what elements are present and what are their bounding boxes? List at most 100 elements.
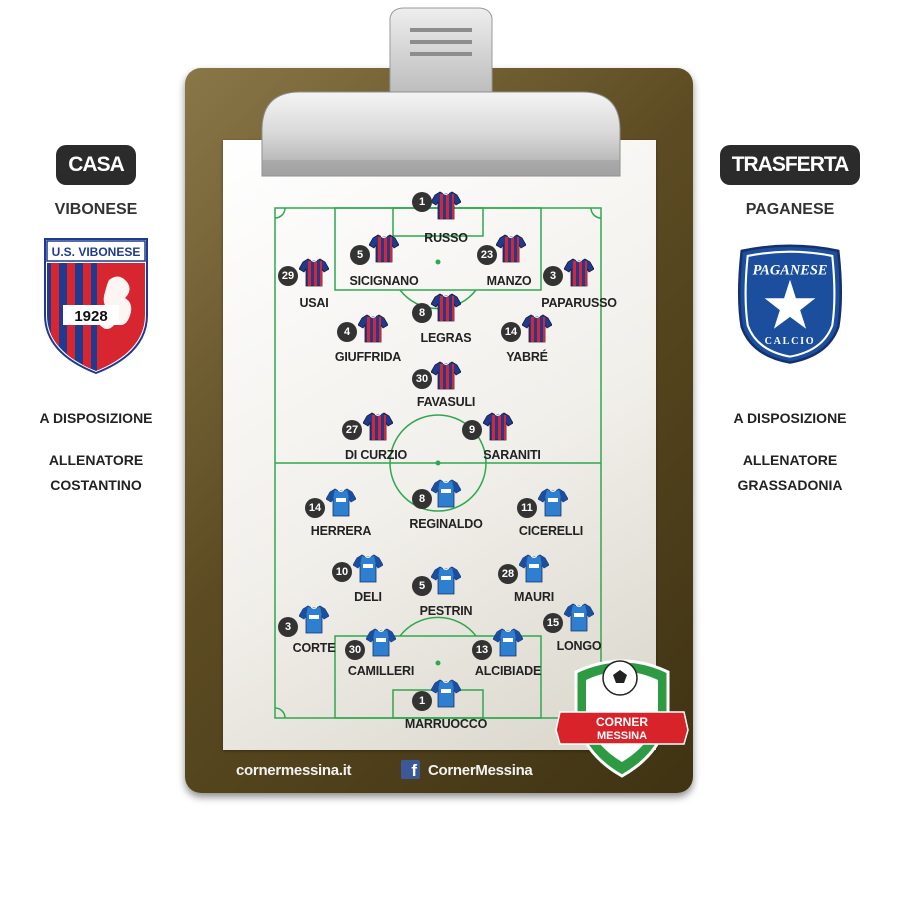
player-name: PESTRIN [419,604,473,618]
player-name: ALCIBIADE [474,664,542,678]
player-number: 10 [332,562,352,582]
home-shirt-icon [522,313,552,343]
player-number: 13 [472,640,492,660]
away-subs-label: A DISPOSIZIONE [733,410,847,426]
player-number: 11 [517,498,537,518]
away-team-name: PAGANESE [745,201,835,218]
player-name: HERRERA [310,524,372,538]
facebook-icon[interactable]: f [401,760,420,780]
home-coach-label: ALLENATORE [48,452,144,468]
away-coach: GRASSADONIA [737,477,843,493]
home-shirt-icon [496,233,526,263]
player-name: MAURI [514,590,554,604]
vibonese-crest-text: U.S. VIBONESE [52,245,141,259]
player-name: LEGRAS [420,331,472,345]
player-number: 3 [278,617,298,637]
home-shirt-icon [431,190,461,220]
corner-messina-logo: CORNER MESSINA [555,659,689,778]
footer-website[interactable]: cornermessina.it [236,762,352,779]
player-name: REGINALDO [409,517,483,531]
player-name: FAVASULI [416,395,476,409]
home-badge: CASA [56,145,136,185]
player-number: 30 [412,369,432,389]
player-name: MANZO [486,274,532,288]
player-number: 23 [477,245,497,265]
player-number: 8 [412,303,432,323]
player-number: 9 [462,420,482,440]
away-shirt-icon [431,565,461,595]
footer-facebook[interactable]: CornerMessina [428,762,533,779]
away-shirt-icon [366,627,396,657]
player-name: CORTE [292,641,336,655]
away-shirt-icon [353,553,383,583]
home-shirt-icon [369,233,399,263]
paganese-crest-text: PAGANESE [753,263,828,279]
player-number: 14 [305,498,325,518]
player-number: 14 [501,322,521,342]
player-name: YABRÉ [506,350,548,364]
vibonese-crest-year: 1928 [74,308,107,325]
player-number: 5 [350,245,370,265]
away-shirt-icon [299,604,329,634]
away-shirt-icon [519,553,549,583]
away-shirt-icon [493,627,523,657]
player-number: 5 [412,576,432,596]
home-shirt-icon [564,257,594,287]
home-shirt-icon [363,411,393,441]
home-subs-label: A DISPOSIZIONE [39,410,153,426]
player-name: SARANITI [483,448,541,462]
home-shirt-icon [483,411,513,441]
player-name: LONGO [556,639,602,653]
player-number: 15 [543,613,563,633]
player-number: 3 [543,266,563,286]
away-shirt-icon [431,678,461,708]
player-number: 8 [412,489,432,509]
away-shirt-icon [538,487,568,517]
player-number: 1 [412,691,432,711]
player-name: CAMILLERI [347,664,415,678]
away-coach-label: ALLENATORE [742,452,838,468]
logo-line1: CORNER [596,715,648,729]
player-name: USAI [299,296,329,310]
player-number: 4 [337,322,357,342]
player-name: DI CURZIO [344,448,408,462]
home-shirt-icon [358,313,388,343]
lineup-sheet [223,140,656,750]
away-shirt-icon [431,478,461,508]
away-shirt-icon [326,487,356,517]
player-name: RUSSO [424,231,468,245]
player-name: PAPARUSSO [541,296,617,310]
away-shirt-icon [564,602,594,632]
clipboard-clip [261,7,621,177]
player-name: DELI [354,590,382,604]
player-number: 28 [498,564,518,584]
logo-line2: MESSINA [597,730,647,742]
home-shirt-icon [431,360,461,390]
home-panel: CASA VIBONESE U.S. VIBONESE 1928 A DISPO… [6,145,186,493]
home-shirt-icon [431,292,461,322]
away-badge: TRASFERTA [719,145,861,185]
paganese-crest: PAGANESE CALCIO [737,244,843,364]
player-name: GIUFFRIDA [334,350,402,364]
home-coach: COSTANTINO [50,477,142,493]
